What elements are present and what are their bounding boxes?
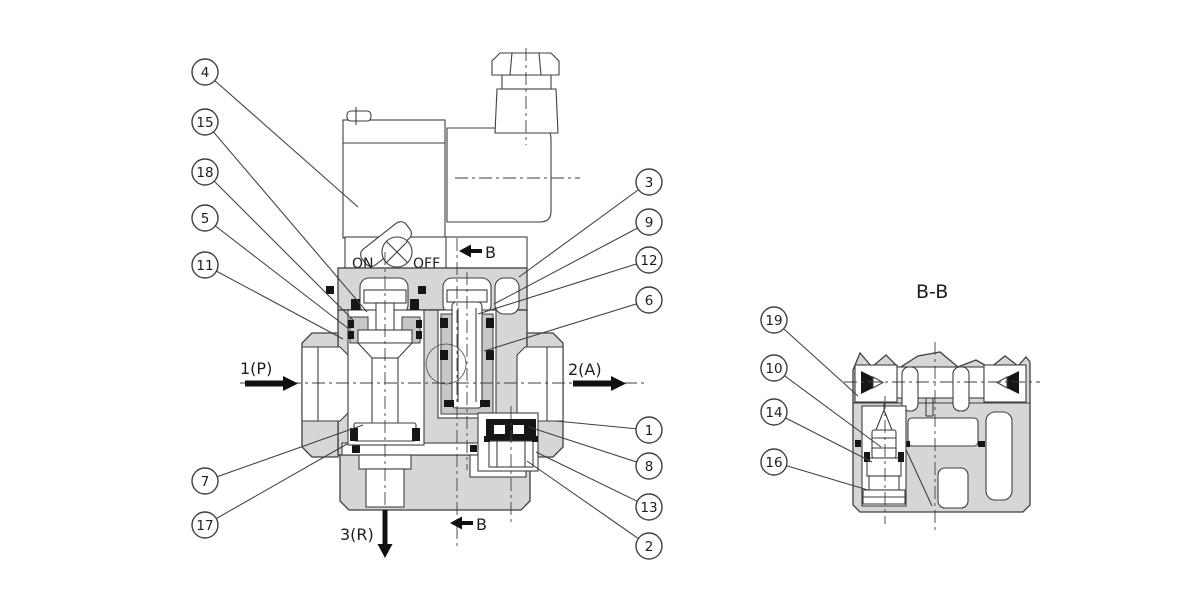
svg-text:2: 2 <box>645 539 654 555</box>
svg-text:5: 5 <box>201 211 210 227</box>
svg-text:14: 14 <box>765 405 782 421</box>
port-labels: 1(P) 2(A) 3(R) <box>240 359 626 558</box>
callout-9: 9 <box>635 208 663 236</box>
callout-2: 2 <box>635 532 663 560</box>
port-a-label: 2(A) <box>568 360 602 379</box>
manual-override-knob <box>360 221 413 278</box>
port-a-arrow <box>573 376 626 391</box>
section-b-label-top: B <box>485 243 496 262</box>
callout-18: 18 <box>191 158 219 186</box>
svg-text:10: 10 <box>765 361 782 377</box>
svg-text:12: 12 <box>640 253 657 269</box>
callout-13: 13 <box>635 493 663 521</box>
svg-text:9: 9 <box>645 215 654 231</box>
exhaust-valve-seal <box>477 412 539 472</box>
svg-text:11: 11 <box>196 258 213 274</box>
svg-text:17: 17 <box>196 518 213 534</box>
svg-text:1: 1 <box>645 423 654 439</box>
port-p-cavity <box>301 346 349 422</box>
callout-15: 15 <box>191 108 219 136</box>
callout-8: 8 <box>635 452 663 480</box>
solenoid-coil <box>342 107 446 239</box>
main-valve-piston <box>347 289 425 446</box>
main-callouts: 4 15 18 5 11 7 17 3 9 12 6 1 8 13 2 <box>191 58 663 560</box>
svg-text:15: 15 <box>196 115 213 131</box>
callout-19: 19 <box>760 306 788 334</box>
section-b-label-bottom: B <box>476 515 487 534</box>
connector-housing <box>446 127 580 223</box>
callout-10: 10 <box>760 354 788 382</box>
callout-7: 7 <box>191 467 219 495</box>
cable-gland <box>491 48 560 145</box>
callout-16: 16 <box>760 448 788 476</box>
section-b-arrow-top <box>459 244 482 258</box>
callout-17: 17 <box>191 511 219 539</box>
svg-text:13: 13 <box>640 500 657 516</box>
port-a-cavity <box>516 346 564 422</box>
port-r-arrow <box>377 510 393 558</box>
port-p-label: 1(P) <box>240 359 272 378</box>
bb-callouts: 19 10 14 16 <box>760 306 882 491</box>
port-r-label: 3(R) <box>340 525 374 544</box>
section-b-arrow-bottom <box>450 516 473 530</box>
main-section-view: ON OFF <box>191 48 663 560</box>
svg-text:18: 18 <box>196 165 213 181</box>
svg-text:19: 19 <box>765 313 782 329</box>
section-title: B-B <box>916 281 948 303</box>
svg-text:8: 8 <box>645 459 654 475</box>
callout-5: 5 <box>191 204 219 232</box>
section-plane-b: B B <box>450 243 496 534</box>
port-p-arrow <box>245 376 298 391</box>
callout-6: 6 <box>635 286 663 314</box>
callout-11: 11 <box>191 251 219 279</box>
callout-3: 3 <box>635 168 663 196</box>
callout-4: 4 <box>191 58 219 86</box>
callout-1: 1 <box>635 416 663 444</box>
svg-text:7: 7 <box>201 474 210 490</box>
svg-text:6: 6 <box>645 293 654 309</box>
svg-text:4: 4 <box>201 65 210 81</box>
bb-section-view: B-B <box>760 281 1040 532</box>
callout-14: 14 <box>760 398 788 426</box>
bb-check-valve <box>861 402 907 507</box>
bb-centerlines <box>844 342 1040 532</box>
svg-text:3: 3 <box>645 175 654 191</box>
callout-12: 12 <box>635 246 663 274</box>
svg-text:16: 16 <box>765 455 782 471</box>
